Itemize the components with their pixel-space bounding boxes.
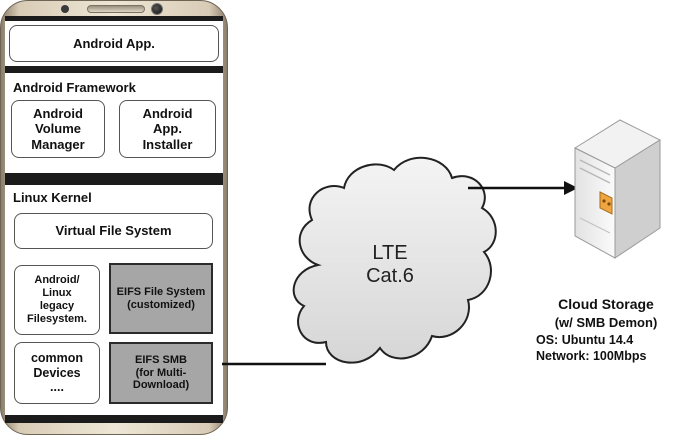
earpiece-speaker-icon — [87, 5, 145, 13]
smartphone-frame: Android App. Android Framework Android V… — [0, 0, 228, 435]
cloud-storage-title: Cloud Storage — [558, 296, 654, 312]
server-network-text: Network: 100Mbps — [536, 349, 647, 363]
eifs-file-system-box: EIFS File System (customized) — [109, 263, 213, 334]
app-layer: Android App. — [5, 21, 223, 66]
cloud-storage-subtitle: (w/ SMB Demon) — [554, 315, 658, 330]
kernel-title: Linux Kernel — [13, 190, 92, 205]
speaker-dot-icon — [61, 5, 69, 13]
framework-layer: Android Framework Android Volume Manager… — [5, 73, 223, 173]
android-app-box: Android App. — [9, 25, 219, 62]
common-devices-box: common Devices .... — [14, 342, 100, 404]
server-os-text: OS: Ubuntu 14.4 — [536, 333, 634, 347]
app-installer-box: Android App. Installer — [119, 100, 216, 158]
phone-screen: Android App. Android Framework Android V… — [5, 16, 223, 423]
front-camera-icon — [151, 3, 163, 15]
kernel-layer: Linux Kernel Virtual File System Android… — [5, 185, 223, 415]
arrow-head-icon — [564, 181, 578, 195]
eifs-smb-box: EIFS SMB (for Multi- Download) — [109, 342, 213, 404]
legacy-filesystem-box: Android/ Linux legacy Filesystem. — [14, 265, 100, 335]
framework-title: Android Framework — [13, 80, 136, 95]
lte-cloud-shape — [292, 156, 497, 364]
volume-manager-box: Android Volume Manager — [11, 100, 105, 158]
server-icon — [573, 119, 662, 259]
lte-network-label: LTE Cat.6 — [366, 242, 414, 287]
virtual-file-system-box: Virtual File System — [14, 213, 213, 249]
